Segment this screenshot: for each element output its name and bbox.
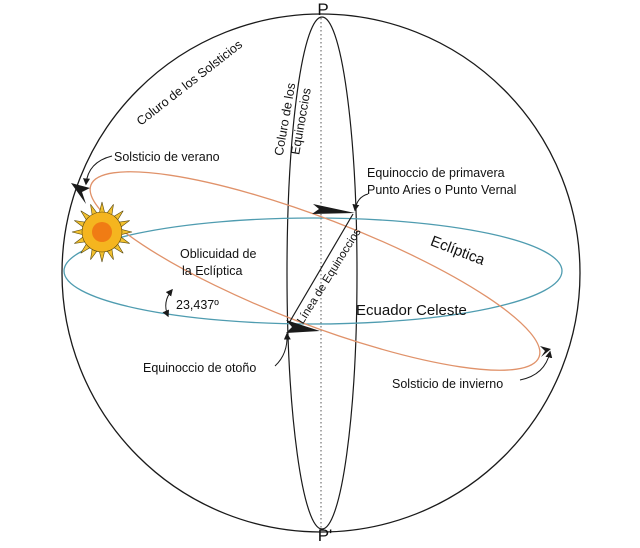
obliquity-label-line2: la Eclíptica xyxy=(182,264,242,278)
summer-solstice-leader xyxy=(83,155,113,186)
equinox-line xyxy=(288,213,354,324)
summer-solstice-arrow xyxy=(71,183,90,204)
solstitial-colure-label: Coluro de los Solsticios xyxy=(134,37,245,128)
equinox-line-label: Línea de Equinoccios xyxy=(295,226,364,326)
ecliptic-label: Eclíptica xyxy=(428,233,488,269)
winter-solstice-label: Solsticio de invierno xyxy=(392,377,503,391)
vernal-equinox-leader xyxy=(352,193,369,212)
vernal-equinox-label-line1: Equinoccio de primavera xyxy=(367,166,505,180)
vernal-point-arrow xyxy=(312,204,355,214)
autumnal-equinox-label: Equinoccio de otoño xyxy=(143,361,256,375)
obliquity-angle-value: 23,437º xyxy=(176,298,219,312)
autumnal-equinox-leader xyxy=(274,332,291,367)
ecliptic-line xyxy=(89,171,541,371)
vernal-equinox-label-line2: Punto Aries o Punto Vernal xyxy=(367,183,516,197)
equinoctial-colure xyxy=(286,16,358,530)
celestial-sphere-outline xyxy=(61,13,581,533)
summer-solstice-label: Solsticio de verano xyxy=(114,150,220,164)
south-pole-label: P' xyxy=(318,526,333,543)
north-pole-label: P xyxy=(317,0,328,19)
autumnal-point-arrow xyxy=(286,320,320,333)
obliquity-label-line1: Oblicuidad de xyxy=(180,247,256,261)
sun-icon xyxy=(71,201,133,263)
celestial-equator-label: Ecuador Celeste xyxy=(356,302,467,319)
celestial-equator xyxy=(63,217,563,325)
obliquity-angle-arc xyxy=(162,288,173,318)
winter-solstice-leader xyxy=(519,350,553,381)
